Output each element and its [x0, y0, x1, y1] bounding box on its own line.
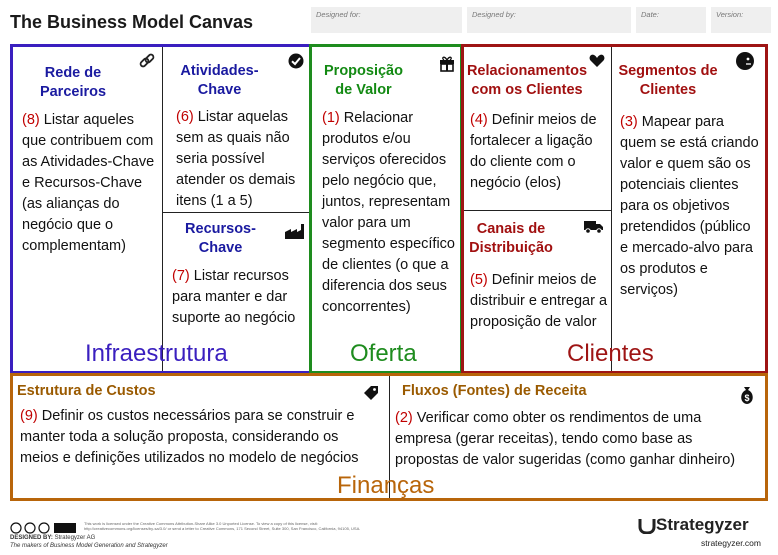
activities-text: (6) Listar aquelas sem as quais não seri…: [176, 109, 296, 209]
customers-label: Clientes: [567, 340, 654, 367]
cc-license-icons: [10, 521, 76, 539]
partners-title: Rede de Parceiros: [39, 65, 107, 100]
relationships-text: (4) Definir meios de fortalecer a ligaçã…: [470, 112, 597, 191]
checkmark-icon: [288, 53, 304, 74]
heart-icon: [589, 54, 605, 73]
value-title: Proposição de Valor: [324, 63, 403, 98]
designed-for-label: Designed for:: [316, 10, 361, 19]
costs-title: Estrutura de Custos: [17, 383, 156, 399]
value-text: (1) Relacionar produtos e/ou serviços of…: [322, 110, 455, 315]
tag-icon: [362, 384, 380, 407]
version-label: Version:: [716, 10, 744, 19]
version-field[interactable]: Version:: [711, 7, 771, 33]
finance-frame: [10, 373, 768, 501]
truck-icon: [583, 219, 605, 239]
factory-icon: [284, 222, 306, 245]
channels-title: Canais de Distribuição: [469, 221, 553, 256]
segments-text: (3) Mapear para quem se está criando val…: [620, 114, 759, 298]
page-title: The Business Model Canvas: [10, 12, 254, 32]
link-icon: [138, 52, 156, 75]
revenue-text: (2) Verificar como obter os rendimentos …: [395, 410, 736, 468]
resources-title: Recursos-Chave: [185, 221, 256, 256]
tagline: The makers of Business Model Generation …: [10, 543, 168, 549]
resources-text: (7) Listar recursos para manter e dar su…: [172, 268, 296, 326]
revenue-title: Fluxos (Fontes) de Receita: [402, 383, 587, 399]
partners-text: (8) Listar aqueles que contribuem com as…: [22, 112, 155, 254]
costs-text: (9) Definir os custos necessários para s…: [20, 408, 359, 466]
person-icon: [735, 51, 755, 76]
customers-frame: [461, 44, 768, 374]
activities-title: Atividades-Chave: [180, 63, 259, 98]
brand-url[interactable]: strategyzer.com: [701, 538, 761, 548]
gift-icon: [439, 55, 455, 77]
designed-by-label: Designed by:: [472, 10, 516, 19]
date-field[interactable]: Date:: [636, 7, 706, 33]
designed-by-field[interactable]: Designed by:: [467, 7, 631, 33]
offer-label: Oferta: [350, 340, 417, 367]
strategyzer-logo: [638, 518, 656, 539]
designed-for-field[interactable]: Designed for:: [311, 7, 462, 33]
moneybag-icon: $: [738, 385, 756, 410]
relationships-title: Relacionamentos com os Clientes: [466, 63, 588, 98]
channels-text: (5) Definir meios de distribuir e entreg…: [470, 272, 608, 330]
designed-by-credit: DESIGNED BY: Strategyzer AG: [10, 535, 96, 541]
license-text: This work is licensed under the Creative…: [84, 521, 361, 531]
segments-title: Segmentos de Clientes: [618, 63, 718, 98]
date-label: Date:: [641, 10, 659, 19]
brand-name: Strategyzer: [656, 515, 749, 534]
svg-text:$: $: [744, 393, 749, 403]
infrastructure-label: Infraestrutura: [85, 340, 228, 367]
finance-label: Finanças: [337, 472, 435, 499]
